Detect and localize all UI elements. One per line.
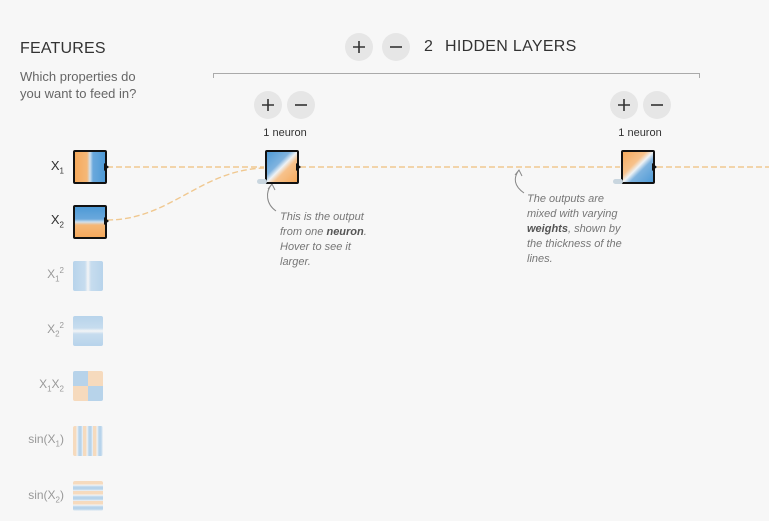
neuron-note-text: This is the output from one — [280, 211, 364, 238]
feature-label-x1x2-base2: X — [51, 377, 60, 391]
feature-label-x1-base: X — [50, 158, 60, 173]
hidden-layers-bracket — [213, 73, 700, 78]
plus-icon — [618, 99, 630, 111]
features-subtitle: Which properties do you want to feed in? — [20, 69, 137, 101]
layer-1-neuron-count: 1 neuron — [263, 127, 307, 139]
layer-1-neuron-1-bias-handle[interactable] — [257, 179, 267, 184]
remove-layer-button[interactable] — [382, 33, 410, 61]
minus-icon — [651, 104, 663, 106]
feature-x2-toggle[interactable] — [73, 205, 107, 239]
feature-label-x1: X1 — [20, 158, 64, 176]
neuron-note-bold: neuron — [326, 226, 364, 238]
add-neuron-layer-2-button[interactable] — [610, 91, 638, 119]
feature-x2-output-marker — [104, 217, 109, 225]
feature-label-x2-squared-sub: 2 — [55, 329, 60, 339]
weights-note-text: The outputs are mixed with varying — [527, 193, 618, 220]
feature-x2-squared-toggle[interactable] — [73, 316, 103, 346]
feature-label-x2-sub: 2 — [59, 220, 64, 230]
feature-label-x1x2: X1X2 — [20, 377, 64, 393]
weights-note-bold: weights — [527, 223, 568, 235]
feature-label-x1x2-sub: 1 — [47, 384, 52, 394]
layer-2-neuron-1[interactable] — [621, 150, 655, 184]
feature-label-x2-squared-base: X — [47, 322, 56, 336]
layer-2-neuron-1-output-marker — [652, 163, 657, 171]
feature-label-sin-x1-sub: 1 — [55, 439, 60, 449]
weights-note-arrowhead — [514, 169, 523, 177]
layer-1-neuron-1[interactable] — [265, 150, 299, 184]
weights-note-text-end: , shown by the thickness of the lines. — [527, 223, 622, 265]
feature-label-x1x2-sub2: 2 — [59, 384, 64, 394]
feature-x1-output-marker — [104, 163, 109, 171]
add-neuron-layer-1-button[interactable] — [254, 91, 282, 119]
features-title: FEATURES — [20, 40, 106, 57]
feature-label-x1-squared-sub: 1 — [55, 274, 60, 284]
remove-neuron-layer-1-button[interactable] — [287, 91, 315, 119]
plus-icon — [353, 41, 365, 53]
feature-label-x2-base: X — [50, 212, 60, 227]
feature-label-sin-x2-base: sin(X — [28, 488, 56, 502]
weights-note: The outputs are mixed with varying weigh… — [527, 192, 627, 267]
feature-sin-x1-toggle[interactable] — [73, 426, 103, 456]
feature-label-sin-x1-suffix: ) — [60, 432, 64, 446]
feature-label-x2-squared: X22 — [20, 321, 64, 338]
hidden-layers-count: 2 — [424, 38, 433, 55]
feature-label-sin-x2-suffix: ) — [60, 488, 64, 502]
feature-label-sin-x2: sin(X2) — [20, 488, 64, 504]
plus-icon — [262, 99, 274, 111]
feature-label-x1-squared-sup: 2 — [59, 266, 64, 275]
feature-label-x2-squared-sup: 2 — [59, 321, 64, 330]
feature-x1x2-toggle[interactable] — [73, 371, 103, 401]
layer-2-neuron-1-bias-handle[interactable] — [613, 179, 623, 184]
feature-label-x2: X2 — [20, 212, 64, 230]
neuron-output-note: This is the output from one neuron. Hove… — [280, 210, 380, 270]
hidden-layers-label: HIDDEN LAYERS — [445, 38, 577, 55]
feature-x1-toggle[interactable] — [73, 150, 107, 184]
feature-label-x1-sub: 1 — [59, 166, 64, 176]
layer-1-neuron-1-output-marker — [296, 163, 301, 171]
neuron-note-text-end: . Hover to see it larger. — [280, 226, 367, 268]
feature-label-sin-x2-sub: 2 — [55, 495, 60, 505]
minus-icon — [295, 104, 307, 106]
feature-label-sin-x1: sin(X1) — [20, 432, 64, 448]
neuron-note-arrowhead — [267, 183, 276, 191]
feature-label-sin-x1-base: sin(X — [28, 432, 56, 446]
feature-label-x1x2-base: X — [39, 377, 48, 391]
feature-x1-squared-toggle[interactable] — [73, 261, 103, 291]
add-layer-button[interactable] — [345, 33, 373, 61]
minus-icon — [390, 46, 402, 48]
feature-sin-x2-toggle[interactable] — [73, 481, 103, 511]
link-x2-to-neuron-1[interactable] — [106, 167, 265, 221]
remove-neuron-layer-2-button[interactable] — [643, 91, 671, 119]
layer-2-neuron-count: 1 neuron — [618, 127, 662, 139]
feature-label-x1-squared-base: X — [47, 267, 56, 281]
feature-label-x1-squared: X12 — [20, 266, 64, 283]
